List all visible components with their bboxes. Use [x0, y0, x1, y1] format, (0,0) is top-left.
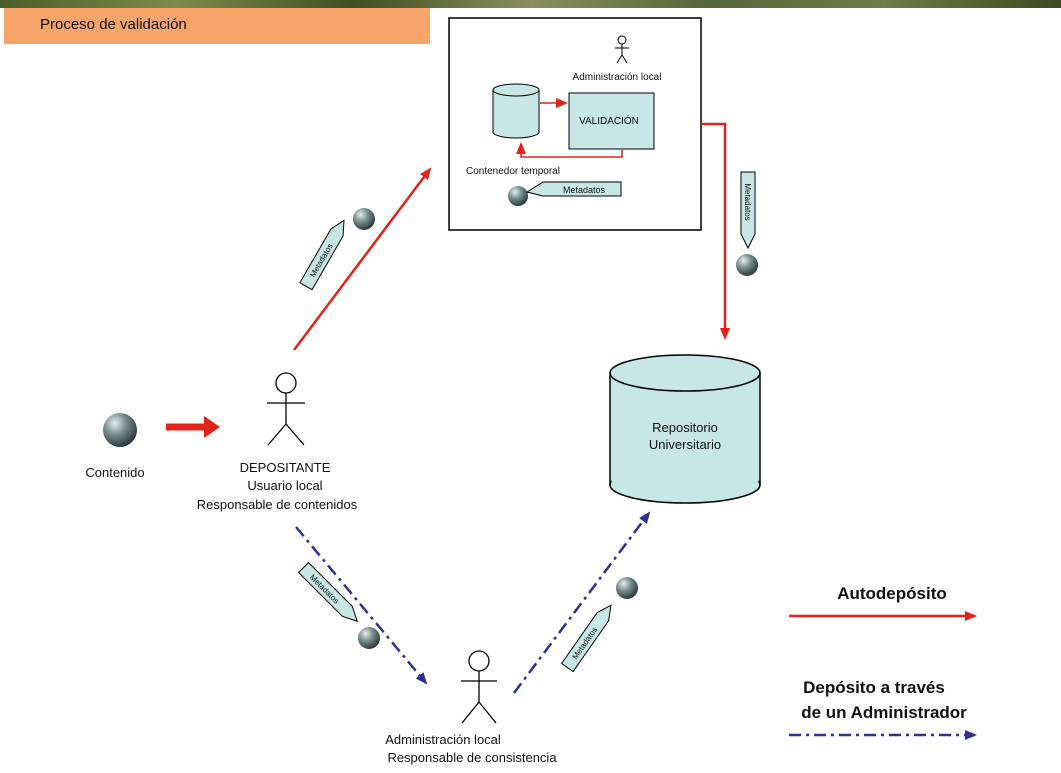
local-admin-line2: Responsable de consistencia: [387, 750, 557, 765]
content-arrowhead: [204, 416, 220, 438]
temp-container-icon: [492, 83, 540, 139]
metadata-tag-to-validation: Metadatos: [299, 208, 375, 291]
repository-cylinder-icon: [609, 354, 761, 504]
depositor-line1: Usuario local: [247, 478, 322, 493]
admin-to-repository-arrow: [513, 511, 651, 694]
content-ball-icon: [103, 413, 137, 447]
validation-label: VALIDACIÓN: [579, 114, 639, 127]
legend-self-deposit-label: Autodepósito: [837, 584, 947, 603]
box-admin-figure-icon: [615, 35, 629, 64]
depositor-title: DEPOSITANTE: [240, 460, 331, 475]
validation-node: [568, 92, 655, 150]
svg-text:Metadatos: Metadatos: [563, 185, 606, 195]
depositor-figure-icon: [267, 372, 305, 446]
container-label: Contenedor temporal: [466, 166, 560, 177]
validation-to-repository-arrow: [701, 122, 730, 340]
page-title: Proceso de validación: [40, 16, 187, 33]
depositor-to-admin-arrow: [295, 526, 428, 685]
back-to-container-arrow: [516, 142, 623, 158]
metadata-tag-to-admin: Metadatos: [297, 561, 380, 649]
local-admin-figure-icon: [461, 650, 497, 724]
legend-admin-deposit-line1: Depósito a través: [803, 678, 945, 697]
metadata-tag-admin-to-repo: Metadatos: [560, 577, 638, 673]
repository-label-2: Universitario: [649, 437, 721, 452]
svg-text:Metadatos: Metadatos: [308, 573, 341, 606]
legend-admin-deposit-line2: de un Administrador: [801, 703, 967, 722]
content-label: Contenido: [85, 465, 144, 480]
box-metadata-tag: Metadatos: [508, 181, 622, 206]
depositor-to-validation-arrow: [293, 167, 432, 351]
title-bar: [4, 8, 430, 44]
box-admin-label: Administración local: [573, 72, 662, 83]
svg-text:Metadatos: Metadatos: [743, 183, 752, 220]
header-photo-strip: [0, 0, 1061, 8]
metadata-tag-to-repository: Metadatos: [736, 171, 758, 276]
depositor-line2: Responsable de contenidos: [197, 497, 358, 512]
repository-label-1: Repositorio: [652, 420, 718, 435]
local-admin-line1: Administración local: [385, 732, 501, 747]
